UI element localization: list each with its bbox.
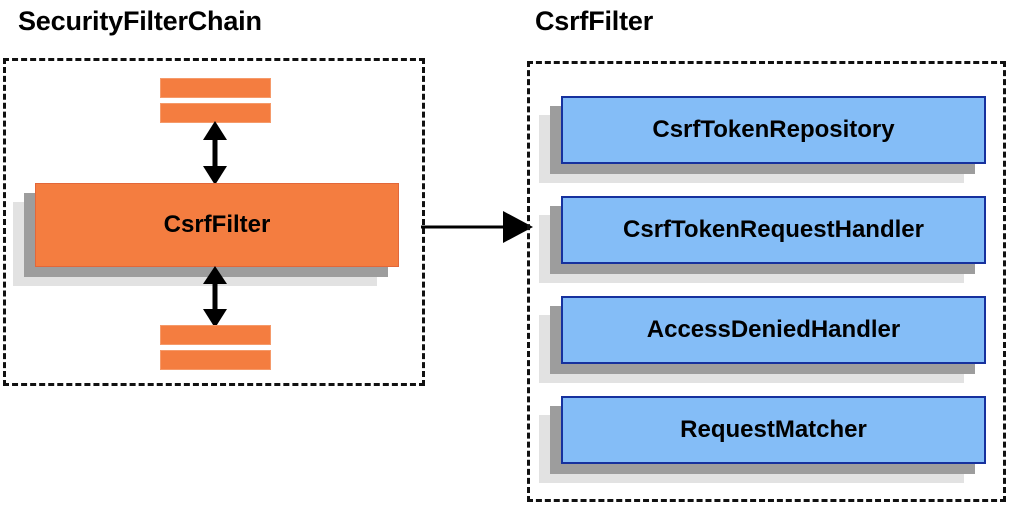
filter-slab-above-1 — [160, 78, 271, 98]
page-title-security-filter-chain: SecurityFilterChain — [18, 6, 262, 36]
collaborator-box-2-face: AccessDeniedHandler — [561, 296, 986, 364]
filter-slab-below-1 — [160, 325, 271, 345]
csrf-filter-collaborators-panel — [527, 61, 1006, 502]
collaborator-box-3-face: RequestMatcher — [561, 396, 986, 464]
arrow-left-to-right — [421, 211, 533, 243]
collaborator-box-2-label: AccessDeniedHandler — [646, 316, 901, 343]
collaborator-box-1[interactable]: CsrfTokenRequestHandler — [539, 196, 986, 283]
arrow-above-csrffilter — [203, 121, 227, 185]
csrffilter-box[interactable]: CsrfFilter — [13, 183, 399, 286]
csrffilter-box-label: CsrfFilter — [163, 211, 271, 238]
arrow-below-csrffilter — [203, 266, 227, 328]
filter-slab-below-2 — [160, 350, 271, 370]
collaborator-box-0[interactable]: CsrfTokenRepository — [539, 96, 986, 183]
collaborator-box-3[interactable]: RequestMatcher — [539, 396, 986, 483]
collaborator-box-1-label: CsrfTokenRequestHandler — [623, 216, 924, 243]
collaborator-box-0-label: CsrfTokenRepository — [652, 116, 895, 143]
collaborator-box-0-face: CsrfTokenRepository — [561, 96, 986, 164]
csrffilter-box-face: CsrfFilter — [35, 183, 399, 267]
page-title-csrf-filter: CsrfFilter — [535, 6, 654, 36]
security-filter-chain-panel — [3, 58, 425, 386]
collaborator-box-1-face: CsrfTokenRequestHandler — [561, 196, 986, 264]
collaborator-box-2[interactable]: AccessDeniedHandler — [539, 296, 986, 383]
collaborator-box-3-label: RequestMatcher — [680, 416, 867, 443]
